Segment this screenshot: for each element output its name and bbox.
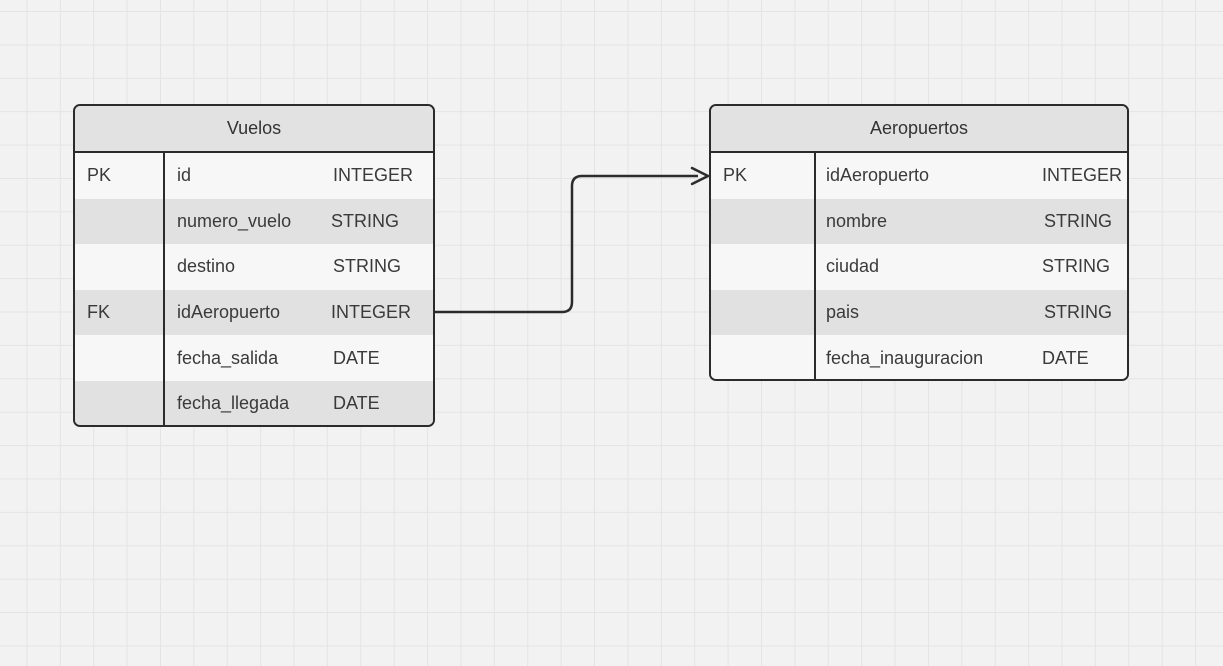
- table-row[interactable]: FK idAeropuerto INTEGER: [75, 289, 433, 336]
- key-cell: FK: [87, 302, 111, 323]
- field-name: fecha_llegada: [177, 393, 290, 414]
- entity-title: Aeropuertos: [711, 106, 1127, 153]
- table-row[interactable]: PK idAeropuerto INTEGER: [711, 153, 1127, 199]
- table-row[interactable]: nombre STRING: [711, 198, 1127, 245]
- key-cell: PK: [87, 165, 112, 186]
- field-name: destino: [177, 256, 236, 277]
- field-type: STRING: [1044, 210, 1113, 231]
- field-name: fecha_inauguracion: [826, 347, 984, 368]
- table-row[interactable]: destino STRING: [75, 244, 433, 290]
- field-type: INTEGER: [1042, 165, 1123, 186]
- field-name: pais: [826, 302, 860, 323]
- field-name: numero_vuelo: [177, 210, 292, 231]
- field-type: STRING: [1044, 302, 1113, 323]
- key-cell: PK: [723, 165, 748, 186]
- field-name: ciudad: [826, 256, 880, 277]
- field-type: DATE: [333, 393, 380, 414]
- entity-body: PK idAeropuerto INTEGER nombre STRING ci…: [711, 153, 1127, 379]
- field-name: id: [177, 165, 192, 186]
- field-type: STRING: [1042, 256, 1111, 277]
- table-row[interactable]: fecha_inauguracion DATE: [711, 335, 1127, 379]
- table-row[interactable]: ciudad STRING: [711, 244, 1127, 290]
- field-type: INTEGER: [333, 165, 414, 186]
- column-divider: [814, 153, 816, 379]
- field-name: fecha_salida: [177, 347, 279, 368]
- entity-aeropuertos[interactable]: Aeropuertos PK idAeropuerto INTEGER nomb…: [709, 104, 1129, 381]
- connector-line: [435, 174, 698, 314]
- field-type: DATE: [333, 347, 380, 368]
- table-row[interactable]: fecha_salida DATE: [75, 335, 433, 381]
- entity-vuelos[interactable]: Vuelos PK id INTEGER numero_vuelo STRING…: [73, 104, 435, 427]
- field-name: idAeropuerto: [177, 302, 281, 323]
- table-row[interactable]: numero_vuelo STRING: [75, 198, 433, 245]
- entity-body: PK id INTEGER numero_vuelo STRING destin…: [75, 153, 433, 425]
- field-type: INTEGER: [331, 302, 412, 323]
- column-divider: [163, 153, 165, 425]
- field-type: STRING: [333, 256, 402, 277]
- table-row[interactable]: pais STRING: [711, 289, 1127, 336]
- field-type: DATE: [1042, 347, 1089, 368]
- table-row[interactable]: fecha_llegada DATE: [75, 380, 433, 425]
- entity-title: Vuelos: [75, 106, 433, 153]
- table-row[interactable]: PK id INTEGER: [75, 153, 433, 199]
- field-name: nombre: [826, 210, 888, 231]
- field-type: STRING: [331, 210, 400, 231]
- arrowhead-icon: [690, 166, 710, 186]
- field-name: idAeropuerto: [826, 165, 930, 186]
